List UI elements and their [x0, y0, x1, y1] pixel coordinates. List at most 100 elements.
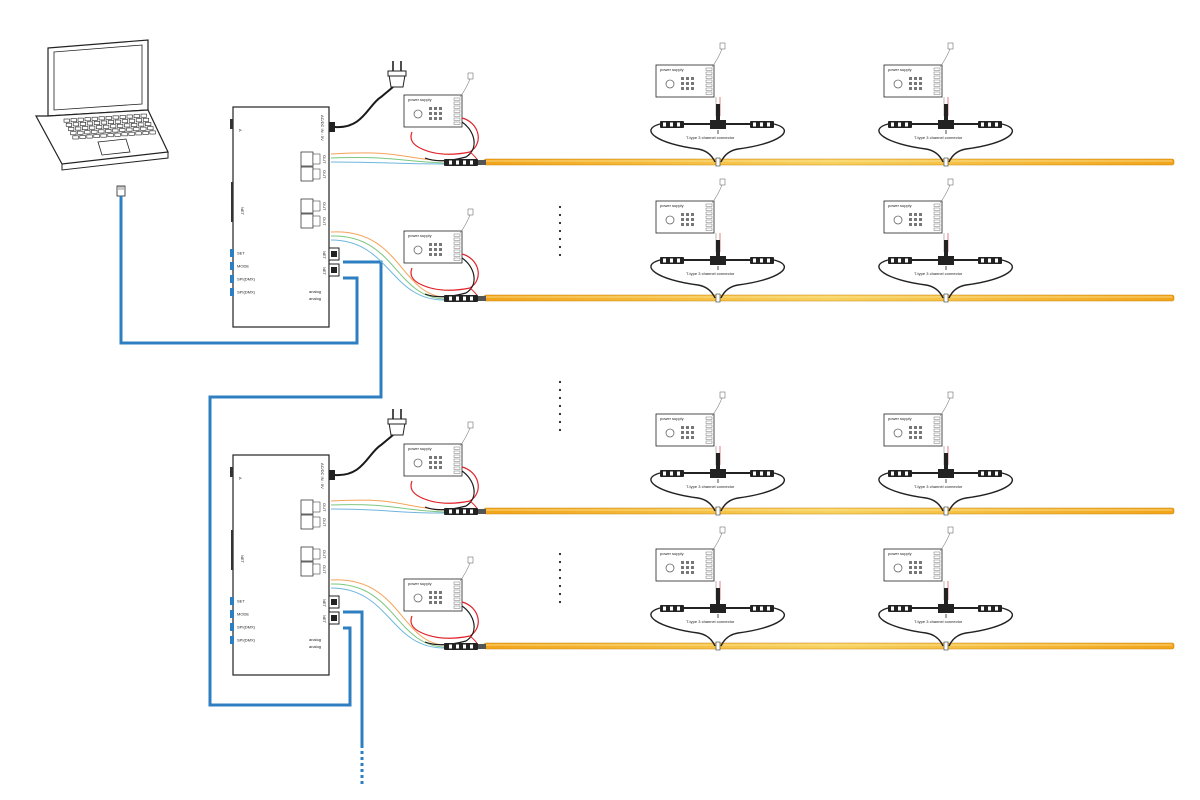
strip-joint [715, 293, 721, 303]
power-supply-label: power supply [888, 416, 912, 421]
network-cables [119, 196, 383, 785]
strip-input-connector [444, 295, 478, 302]
power-wire-black [424, 470, 475, 511]
controller-button-label: SPI(DMX) [237, 290, 256, 295]
output-port-label: OUT [322, 565, 327, 574]
power-supply-icon: power supply [655, 526, 726, 582]
controller-net-label: NET [240, 207, 245, 216]
power-input-label: AC/DC IN : 5V [320, 115, 325, 141]
t-connector-label: T-type 3 channel connector [914, 484, 963, 489]
continuation-dot [558, 584, 562, 588]
data-wire [330, 587, 445, 649]
output-port-label: OUT [322, 518, 327, 527]
data-wire [330, 157, 445, 164]
t-connector-label: T-type 3 channel connector [914, 135, 963, 140]
controller-button [230, 597, 234, 605]
output-port-label: OUT [322, 503, 327, 512]
led-strip [444, 157, 1175, 167]
led-strip [444, 506, 1175, 516]
t-connector: T-type 3 channel connector [650, 240, 786, 299]
power-supply-label: power supply [408, 97, 432, 102]
t-connector-label: T-type 3 channel connector [914, 619, 963, 624]
power-supply-icon: power supply [403, 72, 474, 128]
ac-plug-icon [388, 74, 406, 88]
strip-joint [715, 157, 721, 167]
power-supply-label: power supply [660, 67, 684, 72]
controller-button-label: MODE [237, 264, 249, 269]
data-wire [330, 504, 445, 513]
controller-button-label: SPI(DMX) [237, 277, 256, 282]
data-wire [330, 161, 445, 165]
strip-joint [715, 506, 721, 516]
power-supply-label: power supply [660, 203, 684, 208]
output-port-label: OUT [322, 217, 327, 226]
strip-joint [943, 641, 949, 651]
t-connector-label: T-type 3 channel connector [686, 484, 735, 489]
controller-button [230, 275, 234, 283]
power-cord [334, 434, 394, 477]
power-wire-red [410, 253, 479, 291]
output-port [300, 166, 314, 182]
strip-input-connector [444, 643, 478, 650]
continuation-dot [558, 221, 562, 225]
data-wire [330, 231, 445, 298]
strip-joint [943, 293, 949, 303]
laptop-icon [34, 39, 169, 171]
power-input-port [329, 122, 335, 132]
power-supply-icon: power supply [883, 526, 954, 582]
controller-button [230, 636, 234, 644]
analog-label: analog [309, 289, 321, 294]
output-port-label: OUT [322, 170, 327, 179]
power-supply-icon: power supply [403, 208, 474, 264]
power-wire-red [410, 117, 479, 155]
power-supply-label: power supply [660, 551, 684, 556]
network-port-label: NET [322, 599, 327, 608]
continuation-dot [558, 245, 562, 249]
controller-button-label: SPI(DMX) [237, 638, 256, 643]
data-wire [330, 579, 445, 646]
t-connector: T-type 3 channel connector [650, 453, 786, 512]
data-wire [330, 239, 445, 301]
t-connector: T-type 3 channel connector [878, 104, 1014, 163]
power-supply-label: power supply [888, 67, 912, 72]
power-supply-icon: power supply [655, 178, 726, 234]
t-connector-label: T-type 3 channel connector [914, 271, 963, 276]
power-supply-label: power supply [408, 446, 432, 451]
power-supply-label: power supply [660, 416, 684, 421]
output-port [300, 151, 314, 167]
continuation-dot [558, 592, 562, 596]
power-supply-label: power supply [408, 581, 432, 586]
network-port-label: NET [322, 615, 327, 624]
output-port [300, 499, 314, 515]
power-wire-black [424, 605, 475, 646]
continuation-dot [558, 404, 562, 408]
network-port-label: NET [322, 267, 327, 276]
continuation-dot [558, 412, 562, 416]
continuation-dot [558, 428, 562, 432]
network-port-label: NET [322, 251, 327, 260]
continuation-dot [558, 205, 562, 209]
power-wire-red [410, 466, 479, 504]
continuation-dot [558, 420, 562, 424]
continuation-dot [558, 576, 562, 580]
output-port-label: OUT [322, 202, 327, 211]
output-port [300, 198, 314, 214]
output-port [300, 514, 314, 530]
controller-button-label: SET [237, 599, 245, 604]
analog-label: analog [309, 637, 321, 642]
power-supply-icon: power supply [403, 556, 474, 612]
continuation-dot [558, 253, 562, 257]
output-port [300, 546, 314, 562]
power-supply-icon: power supply [403, 421, 474, 477]
output-port [300, 561, 314, 577]
continuation-dot [558, 380, 562, 384]
strip-joint [943, 157, 949, 167]
t-connector: T-type 3 channel connector [878, 453, 1014, 512]
strip-input-connector [444, 508, 478, 515]
continuation-dot [558, 560, 562, 564]
